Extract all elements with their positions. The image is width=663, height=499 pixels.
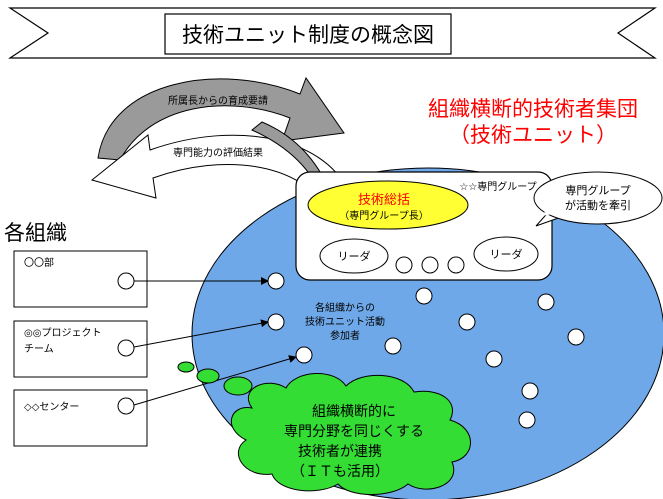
arrow-top-label: 所属長からの育成要請: [168, 94, 268, 107]
org-box-center: ◇◇センター: [13, 389, 148, 447]
participant-circle: [518, 411, 536, 429]
participant-circle: [485, 350, 503, 368]
participant-circle: [415, 287, 433, 305]
participation-arrow: [133, 319, 269, 348]
org-member-circle: [117, 339, 135, 357]
title-banner: 技術ユニット制度の概念図: [7, 7, 657, 59]
member-circle: [421, 256, 439, 274]
red-heading-line2: （技術ユニット）: [449, 123, 617, 147]
participant-circle: [521, 382, 539, 400]
leader-right-label: リーダ: [490, 247, 523, 261]
leader-right: [473, 236, 539, 272]
group-name: ☆☆専門グループ: [459, 180, 536, 193]
org-member-circle: [117, 272, 135, 290]
participant-circle: [267, 313, 285, 331]
participant-circles: [267, 272, 585, 429]
lower-curved-arrow: [90, 134, 351, 205]
member-circle: [395, 256, 413, 274]
org-box-department: 〇〇部: [13, 250, 148, 308]
speech-bubble-line2: が活動を牽引: [565, 198, 631, 212]
org-label: ◇◇センター: [24, 401, 79, 413]
participant-circle: [384, 337, 402, 355]
red-heading-line1: 組織横断的技術者集団: [428, 97, 638, 121]
participant-circle: [537, 293, 555, 311]
cloud-line2: 専門分野を同じくする: [284, 424, 424, 440]
participant-circle: [267, 272, 285, 290]
lead-subtitle: （専門グループ長）: [339, 209, 428, 222]
participant-circle: [295, 346, 313, 364]
member-circle: [447, 256, 465, 274]
participant-circle: [458, 313, 476, 331]
leader-left: [319, 238, 389, 274]
org-member-circle: [117, 397, 135, 415]
participants-note-line1: 各組織からの: [315, 301, 375, 314]
expert-group-panel: 技術総括 （専門グループ長） ☆☆専門グループ リーダ リーダ: [295, 171, 553, 281]
speech-bubble: 専門グループ が活動を牽引: [533, 171, 663, 227]
cloud-line1: 組織横断的に: [312, 404, 396, 420]
collaboration-cloud: 組織横断的に 専門分野を同じくする 技術者が連携 （ＩＴも活用）: [177, 361, 471, 495]
participant-circle: [567, 328, 585, 346]
participants-note-line3: 参加者: [330, 329, 360, 342]
lead-title: 技術総括: [358, 193, 410, 208]
org-label: 〇〇部: [24, 256, 54, 269]
lead-ellipse: [307, 180, 469, 230]
org-label-line1: ◎◎プロジェクト: [24, 327, 101, 339]
cloud-line3: 技術者が連携: [298, 444, 382, 460]
leader-left-label: リーダ: [338, 249, 371, 263]
cloud-line4: （ＩＴも活用）: [291, 464, 389, 480]
upper-curved-arrow: [97, 76, 345, 161]
org-label-line2: チーム: [24, 343, 54, 355]
org-box-project-team: ◎◎プロジェクト チーム: [13, 320, 148, 378]
arrow-bottom-label: 専門能力の評価結果: [173, 146, 263, 159]
page-title: 技術ユニット制度の概念図: [182, 23, 434, 47]
speech-bubble-line1: 専門グループ: [565, 183, 630, 197]
left-heading: 各組織: [4, 221, 67, 245]
participants-note-line2: 技術ユニット活動: [305, 315, 385, 328]
